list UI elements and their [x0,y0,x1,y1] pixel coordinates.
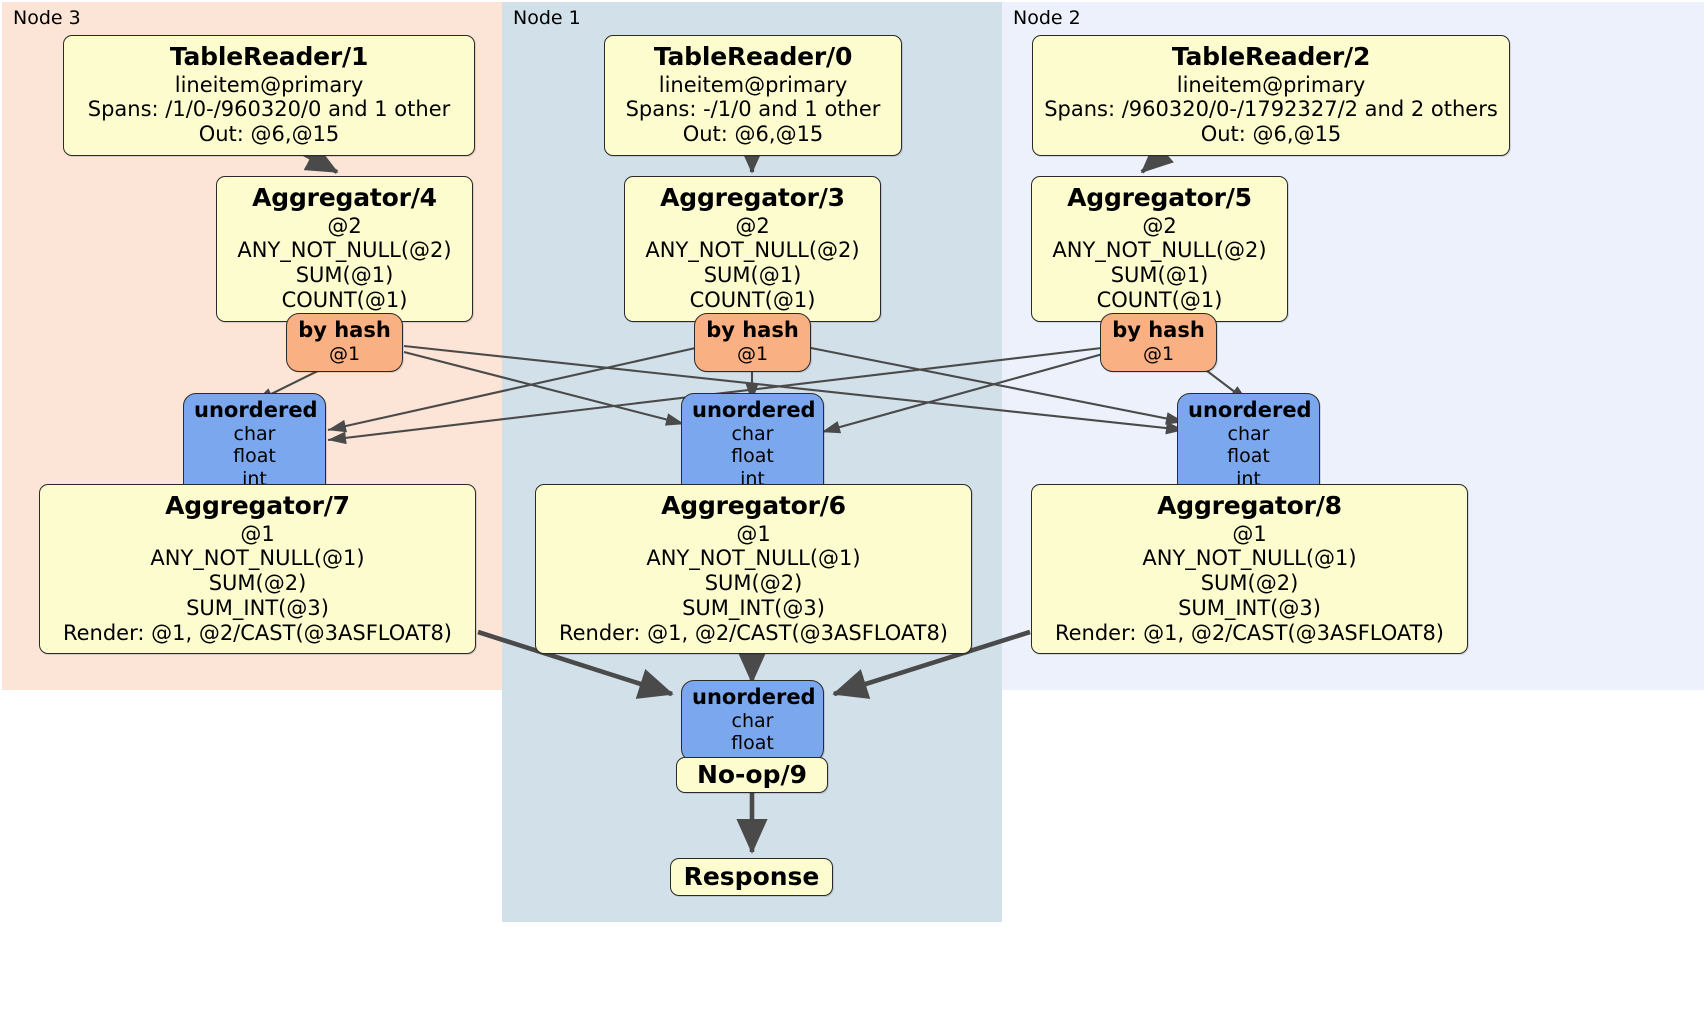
processor-line: COUNT(@1) [1096,287,1223,312]
processor-title: Aggregator/4 [252,183,437,212]
processor-aggregator-7[interactable]: Aggregator/7 @1 ANY_NOT_NULL(@1) SUM(@2)… [39,484,476,655]
processor-line: ANY_NOT_NULL(@1) [150,546,365,571]
node-region-label-node1: Node 1 [513,7,581,29]
router-title: unordered [194,398,318,422]
processor-tablereader-2[interactable]: TableReader/2 lineitem@primary Spans: /9… [1032,35,1510,156]
processor-line: @2 [735,213,770,238]
router-line: float [731,732,774,755]
processor-title: TableReader/0 [653,42,853,71]
processor-line: Render: @1, @2/CAST(@3ASFLOAT8) [558,620,949,645]
processor-title: Aggregator/6 [661,491,846,520]
router-unordered-left[interactable]: unordered char float int [183,393,326,497]
processor-line: ANY_NOT_NULL(@2) [1052,238,1267,263]
node-region-label-node3: Node 3 [13,7,81,29]
processor-noop-9[interactable]: No-op/9 [676,757,828,793]
processor-line: SUM(@2) [704,571,803,596]
processor-line: lineitem@primary [1176,72,1366,97]
processor-line: Spans: /1/0-/960320/0 and 1 other [87,97,451,122]
processor-line: SUM(@1) [703,263,802,288]
processor-aggregator-5[interactable]: Aggregator/5 @2 ANY_NOT_NULL(@2) SUM(@1)… [1031,176,1288,322]
router-line: float [731,445,774,468]
processor-line: SUM(@1) [1110,263,1209,288]
processor-tablereader-1[interactable]: TableReader/1 lineitem@primary Spans: /1… [63,35,475,156]
router-by-hash-left[interactable]: by hash @1 [286,313,403,373]
processor-title: Response [683,862,820,892]
router-title: unordered [692,685,816,709]
processor-line: COUNT(@1) [689,287,816,312]
router-line: char [1227,422,1270,445]
processor-title: Aggregator/8 [1157,491,1342,520]
processor-title: No-op/9 [696,760,808,790]
processor-line: Out: @6,@15 [198,122,340,147]
processor-line: Render: @1, @2/CAST(@3ASFLOAT8) [62,620,453,645]
router-line: @1 [736,342,769,365]
node-region-label-node2: Node 2 [1013,7,1081,29]
processor-line: Out: @6,@15 [1200,122,1342,147]
processor-line: lineitem@primary [658,72,848,97]
router-by-hash-right[interactable]: by hash @1 [1100,313,1217,373]
processor-aggregator-8[interactable]: Aggregator/8 @1 ANY_NOT_NULL(@1) SUM(@2)… [1031,484,1468,655]
router-title: by hash [1112,318,1205,342]
router-line: float [233,445,276,468]
router-line: float [1227,445,1270,468]
router-unordered-final[interactable]: unordered char float [681,680,824,762]
router-by-hash-mid[interactable]: by hash @1 [694,313,811,373]
router-line: char [233,422,276,445]
router-line: @1 [328,342,361,365]
processor-line: @2 [327,213,362,238]
router-line: char [731,709,774,732]
router-line: char [731,422,774,445]
processor-line: SUM(@1) [295,263,394,288]
processor-title: TableReader/2 [1171,42,1371,71]
processor-aggregator-6[interactable]: Aggregator/6 @1 ANY_NOT_NULL(@1) SUM(@2)… [535,484,972,655]
processor-line: Spans: -/1/0 and 1 other [625,97,881,122]
processor-title: TableReader/1 [169,42,369,71]
processor-line: @1 [240,521,275,546]
router-unordered-right[interactable]: unordered char float int [1177,393,1320,497]
processor-line: ANY_NOT_NULL(@2) [237,238,452,263]
processor-line: Out: @6,@15 [682,122,824,147]
router-line: @1 [1142,342,1175,365]
processor-line: @1 [1232,521,1267,546]
processor-title: Aggregator/5 [1067,183,1252,212]
processor-line: ANY_NOT_NULL(@1) [1142,546,1357,571]
router-title: by hash [706,318,799,342]
processor-line: SUM(@2) [208,571,307,596]
router-title: unordered [692,398,816,422]
processor-aggregator-4[interactable]: Aggregator/4 @2 ANY_NOT_NULL(@2) SUM(@1)… [216,176,473,322]
processor-line: lineitem@primary [174,72,364,97]
processor-line: ANY_NOT_NULL(@2) [645,238,860,263]
processor-line: SUM_INT(@3) [1178,595,1321,620]
processor-line: SUM_INT(@3) [186,595,329,620]
processor-response[interactable]: Response [670,858,833,896]
processor-title: Aggregator/3 [660,183,845,212]
processor-line: Spans: /960320/0-/1792327/2 and 2 others [1044,97,1498,122]
processor-line: SUM(@2) [1200,571,1299,596]
processor-tablereader-0[interactable]: TableReader/0 lineitem@primary Spans: -/… [604,35,902,156]
router-unordered-mid[interactable]: unordered char float int [681,393,824,497]
processor-line: ANY_NOT_NULL(@1) [646,546,861,571]
router-title: unordered [1188,398,1312,422]
processor-title: Aggregator/7 [165,491,350,520]
processor-line: @2 [1142,213,1177,238]
processor-aggregator-3[interactable]: Aggregator/3 @2 ANY_NOT_NULL(@2) SUM(@1)… [624,176,881,322]
processor-line: COUNT(@1) [281,287,408,312]
processor-line: SUM_INT(@3) [682,595,825,620]
router-title: by hash [298,318,391,342]
processor-line: Render: @1, @2/CAST(@3ASFLOAT8) [1054,620,1445,645]
processor-line: @1 [736,521,771,546]
